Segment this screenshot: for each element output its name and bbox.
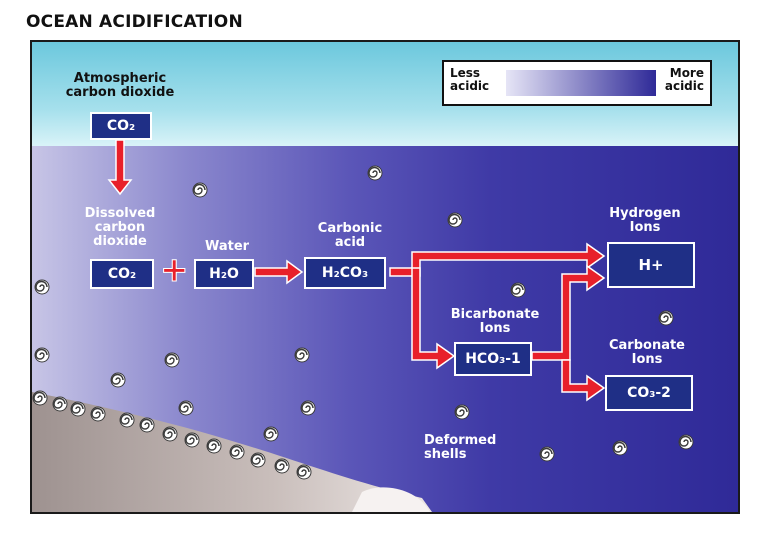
- shell-icon: [110, 372, 126, 388]
- carbonic-acid-label: Carbonic acid: [317, 221, 383, 250]
- shell-icon: [192, 182, 208, 198]
- shell-icon: [510, 282, 526, 298]
- shell-icon: [34, 347, 50, 363]
- dissolved-co2-box: CO₂: [90, 259, 154, 289]
- diagram-artwork: [32, 139, 694, 512]
- hydrogen-ions-box: H+: [607, 242, 695, 288]
- diagram-frame: Less acidic More acidic Atmospheric carb…: [30, 40, 740, 514]
- diagram-title: OCEAN ACIDIFICATION: [26, 12, 243, 32]
- water-box: H₂O: [194, 259, 254, 289]
- deformed-shells-label: Deformed shells: [424, 433, 497, 462]
- shell-icon: [162, 426, 178, 442]
- arrow-atmosphere-to-dissolved: [107, 139, 133, 196]
- shell-icon: [296, 464, 312, 480]
- atmospheric-co2-label: Atmospheric carbon dioxide: [65, 71, 175, 100]
- shell-icon: [178, 400, 194, 416]
- shell-icon: [300, 400, 316, 416]
- acidity-legend: Less acidic More acidic: [442, 60, 712, 106]
- arrow-carbonic-to-hydrogen: [389, 242, 606, 277]
- shell-icon: [367, 165, 383, 181]
- reaction-arrows: [107, 139, 606, 402]
- shell-icon: [658, 310, 674, 326]
- hydrogen-ions-label: Hydrogen Ions: [609, 206, 681, 235]
- legend-more-acidic: More acidic: [664, 66, 704, 93]
- shell-icon: [612, 440, 628, 456]
- shell-icon: [70, 401, 86, 417]
- acidity-gradient-bar: [506, 70, 656, 96]
- dissolved-co2-label: Dissolved carbon dioxide: [84, 206, 156, 249]
- atmospheric-co2-box: CO₂: [90, 112, 152, 140]
- shell-icon: [250, 452, 266, 468]
- shell-icon: [539, 446, 555, 462]
- bicarbonate-ions-label: Bicarbonate Ions: [450, 307, 540, 336]
- shell-icon: [294, 347, 310, 363]
- shell-icon: [454, 404, 470, 420]
- shell-icon: [52, 396, 68, 412]
- shell-icon: [90, 406, 106, 422]
- shell-icon: [206, 438, 222, 454]
- shell-icon: [184, 432, 200, 448]
- shell-icon: [678, 434, 694, 450]
- shell-icon: [32, 390, 48, 406]
- shell-icon: [447, 212, 463, 228]
- shell-icon: [229, 444, 245, 460]
- shell-icon: [274, 458, 290, 474]
- sediment-highlight: [352, 487, 430, 512]
- shell-icon: [119, 412, 135, 428]
- carbonate-ions-box: CO₃-2: [605, 375, 693, 411]
- water-label: Water: [204, 239, 250, 254]
- arrow-bicarbonate-to-carbonate: [561, 359, 606, 402]
- legend-less-acidic: Less acidic: [450, 66, 490, 93]
- plus-sign: +: [160, 250, 190, 291]
- arrow-carbonic-to-bicarbonate: [411, 267, 456, 370]
- carbonate-ions-label: Carbonate Ions: [608, 338, 686, 367]
- shell-icon: [263, 426, 279, 442]
- carbonic-acid-box: H₂CO₃: [304, 257, 386, 289]
- shell-icon: [164, 352, 180, 368]
- arrow-water-to-carbonic: [254, 259, 304, 285]
- shell-icon: [139, 417, 155, 433]
- shell-icon: [34, 279, 50, 295]
- bicarbonate-ions-box: HCO₃-1: [454, 342, 532, 376]
